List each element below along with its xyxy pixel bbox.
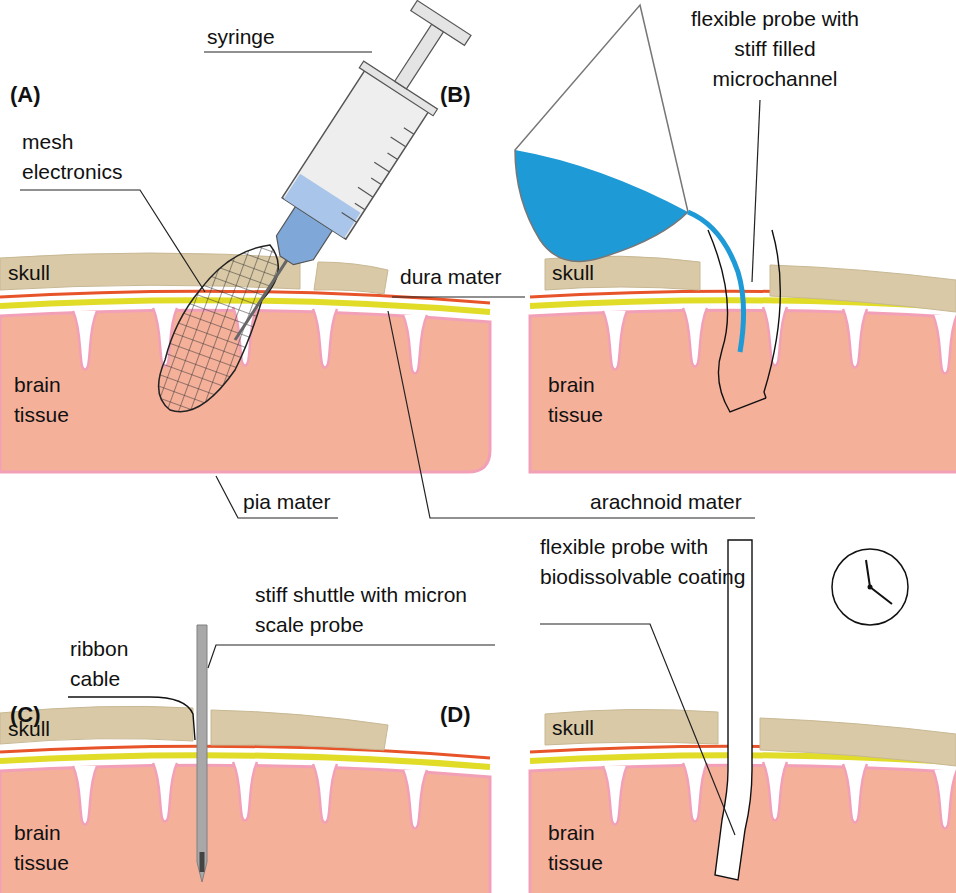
panel-letter: (B) [440,80,471,110]
panel-d [530,540,956,893]
layer-label: skull [552,258,594,288]
part-label: stiff shuttle with micron scale probe [255,580,505,640]
beaker [515,5,688,261]
layer-label: arachnoid mater [590,487,742,517]
part-label: flexible probe with stiff filled microch… [680,4,870,94]
layer-label: skull [8,258,50,288]
layer-label: skull [552,713,594,743]
mesh-electronics [159,245,279,412]
syringe [198,0,481,364]
micron-probe [200,852,205,872]
region-label: brain tissue [14,818,106,878]
leader-line [540,624,735,835]
flexible-probe [708,230,780,412]
ribbon-cable [68,697,195,740]
layer-label: dura mater [400,262,502,292]
beaker-liquid [515,150,688,261]
layer-label: skull [8,714,50,744]
stiff-shuttle [197,625,207,882]
region-label: brain tissue [548,818,640,878]
panel-letter: (D) [440,700,471,730]
part-label: flexible probe with biodissolvable coati… [540,532,758,592]
layer-label: pia mater [243,487,331,517]
leader-line [752,100,760,282]
part-label: syringe [207,22,275,52]
clock-icon [832,549,908,625]
part-label: mesh electronics [22,127,140,187]
leader-line [208,645,495,668]
panel-b [515,5,956,472]
panel-c [0,625,495,893]
panel-letter: (A) [10,80,41,110]
region-label: brain tissue [14,370,106,430]
coated-probe [715,540,752,880]
region-label: brain tissue [548,370,640,430]
liquid-stream [688,212,744,352]
part-label: ribbon cable [70,634,152,694]
